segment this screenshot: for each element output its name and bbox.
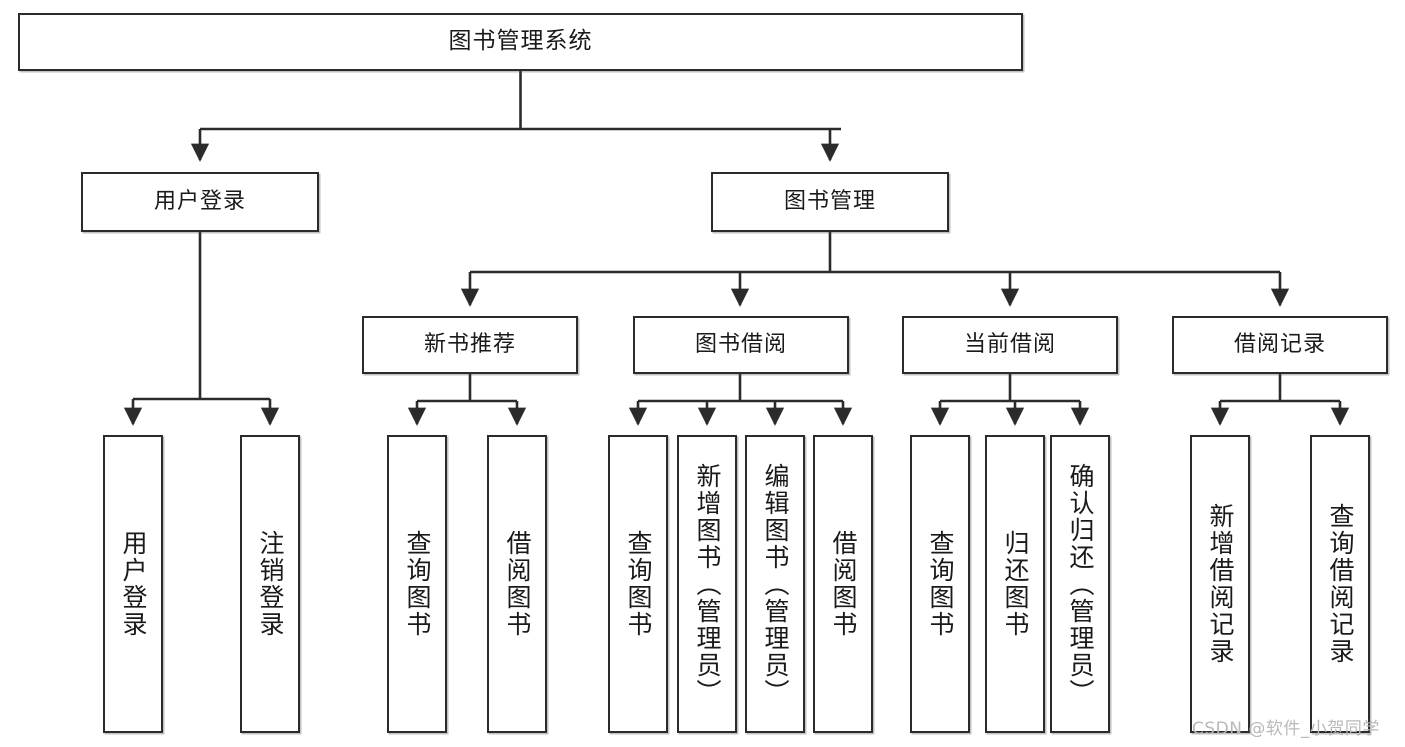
node-leaf-query-book-rec[interactable]: 查询图书 — [387, 435, 447, 733]
node-leaf-return-book[interactable]: 归还图书 — [985, 435, 1045, 733]
node-leaf-add-record[interactable]: 新增借阅记录 — [1190, 435, 1250, 733]
node-user-login[interactable]: 用户登录 — [81, 172, 319, 232]
node-leaf-user-login[interactable]: 用户登录 — [103, 435, 163, 733]
node-leaf-query-record-label: 查询借阅记录 — [1326, 503, 1355, 665]
node-leaf-user-login-label: 用户登录 — [119, 530, 148, 638]
node-current-borrow[interactable]: 当前借阅 — [902, 316, 1118, 374]
node-leaf-borrow-book-label: 借阅图书 — [829, 530, 858, 638]
node-new-book-rec-label: 新书推荐 — [423, 331, 516, 357]
node-leaf-borrow-book-rec-label: 借阅图书 — [503, 530, 532, 638]
node-leaf-confirm-return[interactable]: 确认归还（管理员） — [1050, 435, 1110, 733]
node-leaf-query-book-current-label: 查询图书 — [926, 530, 955, 638]
node-leaf-query-record[interactable]: 查询借阅记录 — [1310, 435, 1370, 733]
node-leaf-borrow-book[interactable]: 借阅图书 — [813, 435, 873, 733]
node-leaf-query-book-current[interactable]: 查询图书 — [910, 435, 970, 733]
node-borrow-record[interactable]: 借阅记录 — [1172, 316, 1388, 374]
csdn-watermark: CSDN @软件_小贺同学 — [1192, 719, 1380, 739]
node-new-book-rec[interactable]: 新书推荐 — [362, 316, 578, 374]
node-leaf-add-record-label: 新增借阅记录 — [1206, 503, 1235, 665]
node-book-manage[interactable]: 图书管理 — [711, 172, 949, 232]
node-book-borrow[interactable]: 图书借阅 — [633, 316, 849, 374]
node-leaf-add-book-label: 新增图书（管理员） — [693, 462, 722, 706]
node-leaf-confirm-return-label: 确认归还（管理员） — [1066, 462, 1095, 706]
node-book-manage-label: 图书管理 — [783, 188, 876, 214]
node-leaf-add-book[interactable]: 新增图书（管理员） — [677, 435, 737, 733]
node-root-label: 图书管理系统 — [448, 28, 593, 55]
node-leaf-edit-book[interactable]: 编辑图书（管理员） — [745, 435, 805, 733]
node-book-borrow-label: 图书借阅 — [694, 331, 787, 357]
node-leaf-query-book-borrow[interactable]: 查询图书 — [608, 435, 668, 733]
node-leaf-query-book-borrow-label: 查询图书 — [624, 530, 653, 638]
node-root[interactable]: 图书管理系统 — [18, 13, 1023, 71]
node-leaf-return-book-label: 归还图书 — [1001, 530, 1030, 638]
node-borrow-record-label: 借阅记录 — [1233, 331, 1326, 357]
node-leaf-logout-login-label: 注销登录 — [256, 530, 285, 638]
node-leaf-edit-book-label: 编辑图书（管理员） — [761, 462, 790, 706]
node-leaf-borrow-book-rec[interactable]: 借阅图书 — [487, 435, 547, 733]
node-user-login-label: 用户登录 — [153, 188, 246, 214]
node-leaf-logout-login[interactable]: 注销登录 — [240, 435, 300, 733]
node-current-borrow-label: 当前借阅 — [963, 331, 1056, 357]
node-leaf-query-book-rec-label: 查询图书 — [403, 530, 432, 638]
